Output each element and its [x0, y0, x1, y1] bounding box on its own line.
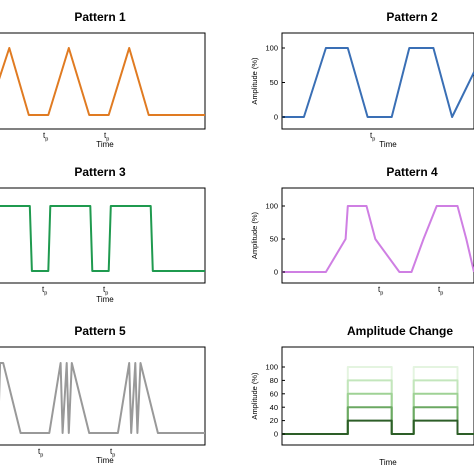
y-tick-label: 60 — [270, 389, 278, 398]
series-line — [282, 366, 474, 435]
y-tick-label: 100 — [265, 44, 278, 53]
chart-title: Pattern 5 — [74, 324, 126, 338]
tp-annotation: tp — [378, 285, 383, 297]
y-tick-label: 50 — [270, 78, 278, 87]
tp-annotation: tp — [438, 285, 443, 297]
y-tick-label: 40 — [270, 403, 278, 412]
tp-annotation: tp — [43, 131, 48, 143]
plot-frame — [281, 32, 474, 130]
tp-annotation: tp — [104, 131, 109, 143]
x-axis-label: Time — [96, 456, 114, 465]
plot-frame — [0, 187, 206, 284]
series-line — [282, 419, 474, 435]
chart-title: Pattern 3 — [74, 165, 126, 179]
y-tick-label: 20 — [270, 416, 278, 425]
plot-frame — [281, 187, 474, 284]
chart-title: Pattern 2 — [386, 10, 438, 24]
y-axis-label: Amplitude (%) — [250, 372, 259, 420]
series-line — [282, 205, 474, 273]
x-axis-label: Time — [379, 458, 397, 467]
y-axis-label: Amplitude (%) — [250, 57, 259, 105]
y-tick-label: 0 — [274, 430, 278, 439]
series-line — [0, 47, 205, 116]
series-line — [282, 47, 474, 118]
x-axis-label: Time — [96, 140, 114, 149]
chart-title: Amplitude Change — [347, 324, 453, 338]
plot-frame — [0, 32, 206, 130]
tp-annotation: tp — [103, 285, 108, 297]
y-tick-label: 0 — [274, 268, 278, 277]
y-tick-label: 0 — [274, 113, 278, 122]
y-tick-label: 100 — [265, 202, 278, 211]
x-axis-label: Time — [379, 140, 397, 149]
series-line — [0, 205, 205, 272]
y-tick-label: 80 — [270, 376, 278, 385]
plot-frame — [0, 346, 206, 446]
chart-title: Pattern 4 — [386, 165, 438, 179]
plot-frame — [281, 346, 474, 446]
y-axis-label: Amplitude (%) — [250, 211, 259, 259]
y-tick-label: 100 — [265, 363, 278, 372]
x-axis-label: Time — [96, 295, 114, 304]
series-line — [282, 392, 474, 435]
tp-annotation: tp — [38, 447, 43, 459]
tp-annotation: tp — [110, 447, 115, 459]
series-line — [0, 362, 205, 434]
y-tick-label: 50 — [270, 235, 278, 244]
tp-annotation: tp — [42, 285, 47, 297]
chart-title: Pattern 1 — [74, 10, 126, 24]
tp-annotation: tp — [370, 131, 375, 143]
